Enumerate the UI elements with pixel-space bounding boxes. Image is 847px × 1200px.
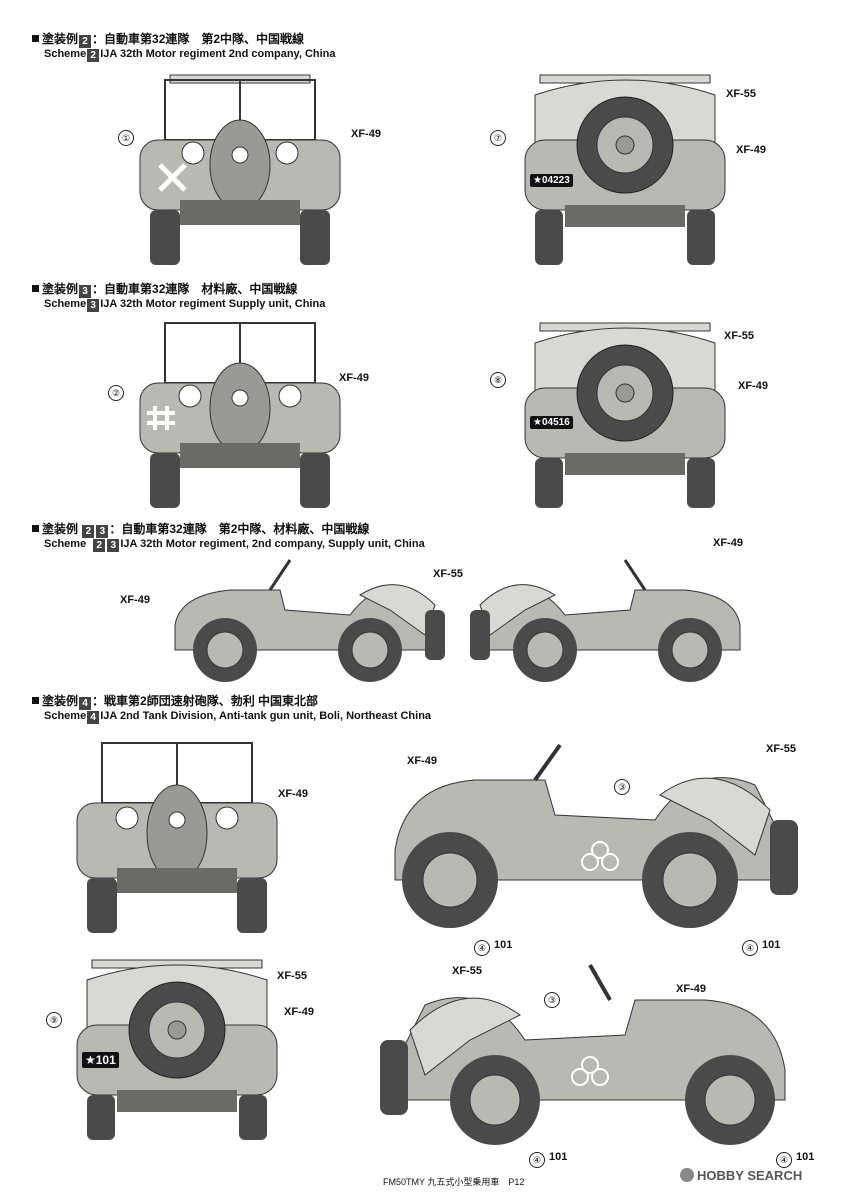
paint-label-xf55: XF-55 xyxy=(452,965,482,977)
scheme-number-badge: 2 xyxy=(87,49,100,62)
bullet-square-icon xyxy=(32,35,39,42)
paint-label-xf49: XF-49 xyxy=(676,983,706,995)
rear-view-scheme-2 xyxy=(524,74,726,265)
bullet-square-icon xyxy=(32,697,39,704)
paint-label-xf55: XF-55 xyxy=(277,970,307,982)
bullet-square-icon xyxy=(32,525,39,532)
scheme-number-badge: 3 xyxy=(96,525,109,538)
side-view-right-scheme-23 xyxy=(470,559,741,682)
paint-label-xf49: XF-49 xyxy=(713,537,743,549)
scheme-number-badge: 3 xyxy=(79,285,92,298)
scheme-number-badge: 4 xyxy=(79,697,92,710)
bullet-square-icon xyxy=(32,285,39,292)
scheme-number-badge: 3 xyxy=(107,539,120,552)
scheme-number-badge: 4 xyxy=(87,711,100,724)
license-plate: ★04223 xyxy=(530,174,573,187)
wheel-code: 101 xyxy=(494,939,513,951)
marker-4: ④ xyxy=(776,1152,792,1168)
scheme-number-badge: 3 xyxy=(87,299,100,312)
paint-label-xf55: XF-55 xyxy=(726,88,756,100)
front-view-scheme-2 xyxy=(139,74,341,265)
paint-label-xf49: XF-49 xyxy=(407,755,437,767)
marker-2: ② xyxy=(108,385,124,401)
rear-view-scheme-3 xyxy=(524,322,726,508)
side-view-left-scheme-4 xyxy=(394,743,798,928)
rear-view-scheme-4 xyxy=(76,959,278,1140)
marker-9: ⑨ xyxy=(46,1012,62,1028)
side-view-left-scheme-23 xyxy=(174,559,445,682)
paint-label-xf49: XF-49 xyxy=(339,372,369,384)
paint-label-xf49: XF-49 xyxy=(278,788,308,800)
front-view-scheme-3 xyxy=(139,322,341,508)
watermark-logo-icon xyxy=(680,1168,694,1182)
paint-label-xf55: XF-55 xyxy=(766,743,796,755)
marker-4: ④ xyxy=(474,940,490,956)
scheme-number-badge: 2 xyxy=(82,525,95,538)
marker-3: ③ xyxy=(544,992,560,1008)
paint-label-xf49: XF-49 xyxy=(736,144,766,156)
marker-3: ③ xyxy=(614,779,630,795)
watermark: HOBBY SEARCH xyxy=(680,1168,802,1183)
wheel-code: 101 xyxy=(762,939,781,951)
paint-label-xf49: XF-49 xyxy=(351,128,381,140)
wheel-code: 101 xyxy=(796,1151,815,1163)
wheel-code: 101 xyxy=(549,1151,568,1163)
paint-label-xf49: XF-49 xyxy=(738,380,768,392)
marker-1: ① xyxy=(118,130,134,146)
paint-label-xf55: XF-55 xyxy=(724,330,754,342)
paint-label-xf49: XF-49 xyxy=(120,594,150,606)
license-plate: ★101 xyxy=(82,1052,119,1068)
paint-label-xf55: XF-55 xyxy=(433,568,463,580)
page-footer: FM50TMY 九五式小型乗用車 P12 xyxy=(383,1177,525,1187)
scheme-number-badge: 2 xyxy=(79,35,92,48)
marker-4: ④ xyxy=(742,940,758,956)
side-view-right-scheme-4 xyxy=(380,964,786,1145)
marker-4: ④ xyxy=(529,1152,545,1168)
marker-8: ⑧ xyxy=(490,372,506,388)
scheme-number-badge: 2 xyxy=(93,539,106,552)
paint-label-xf49: XF-49 xyxy=(284,1006,314,1018)
license-plate: ★04516 xyxy=(530,416,573,429)
front-view-scheme-4 xyxy=(76,742,278,933)
marker-7: ⑦ xyxy=(490,130,506,146)
